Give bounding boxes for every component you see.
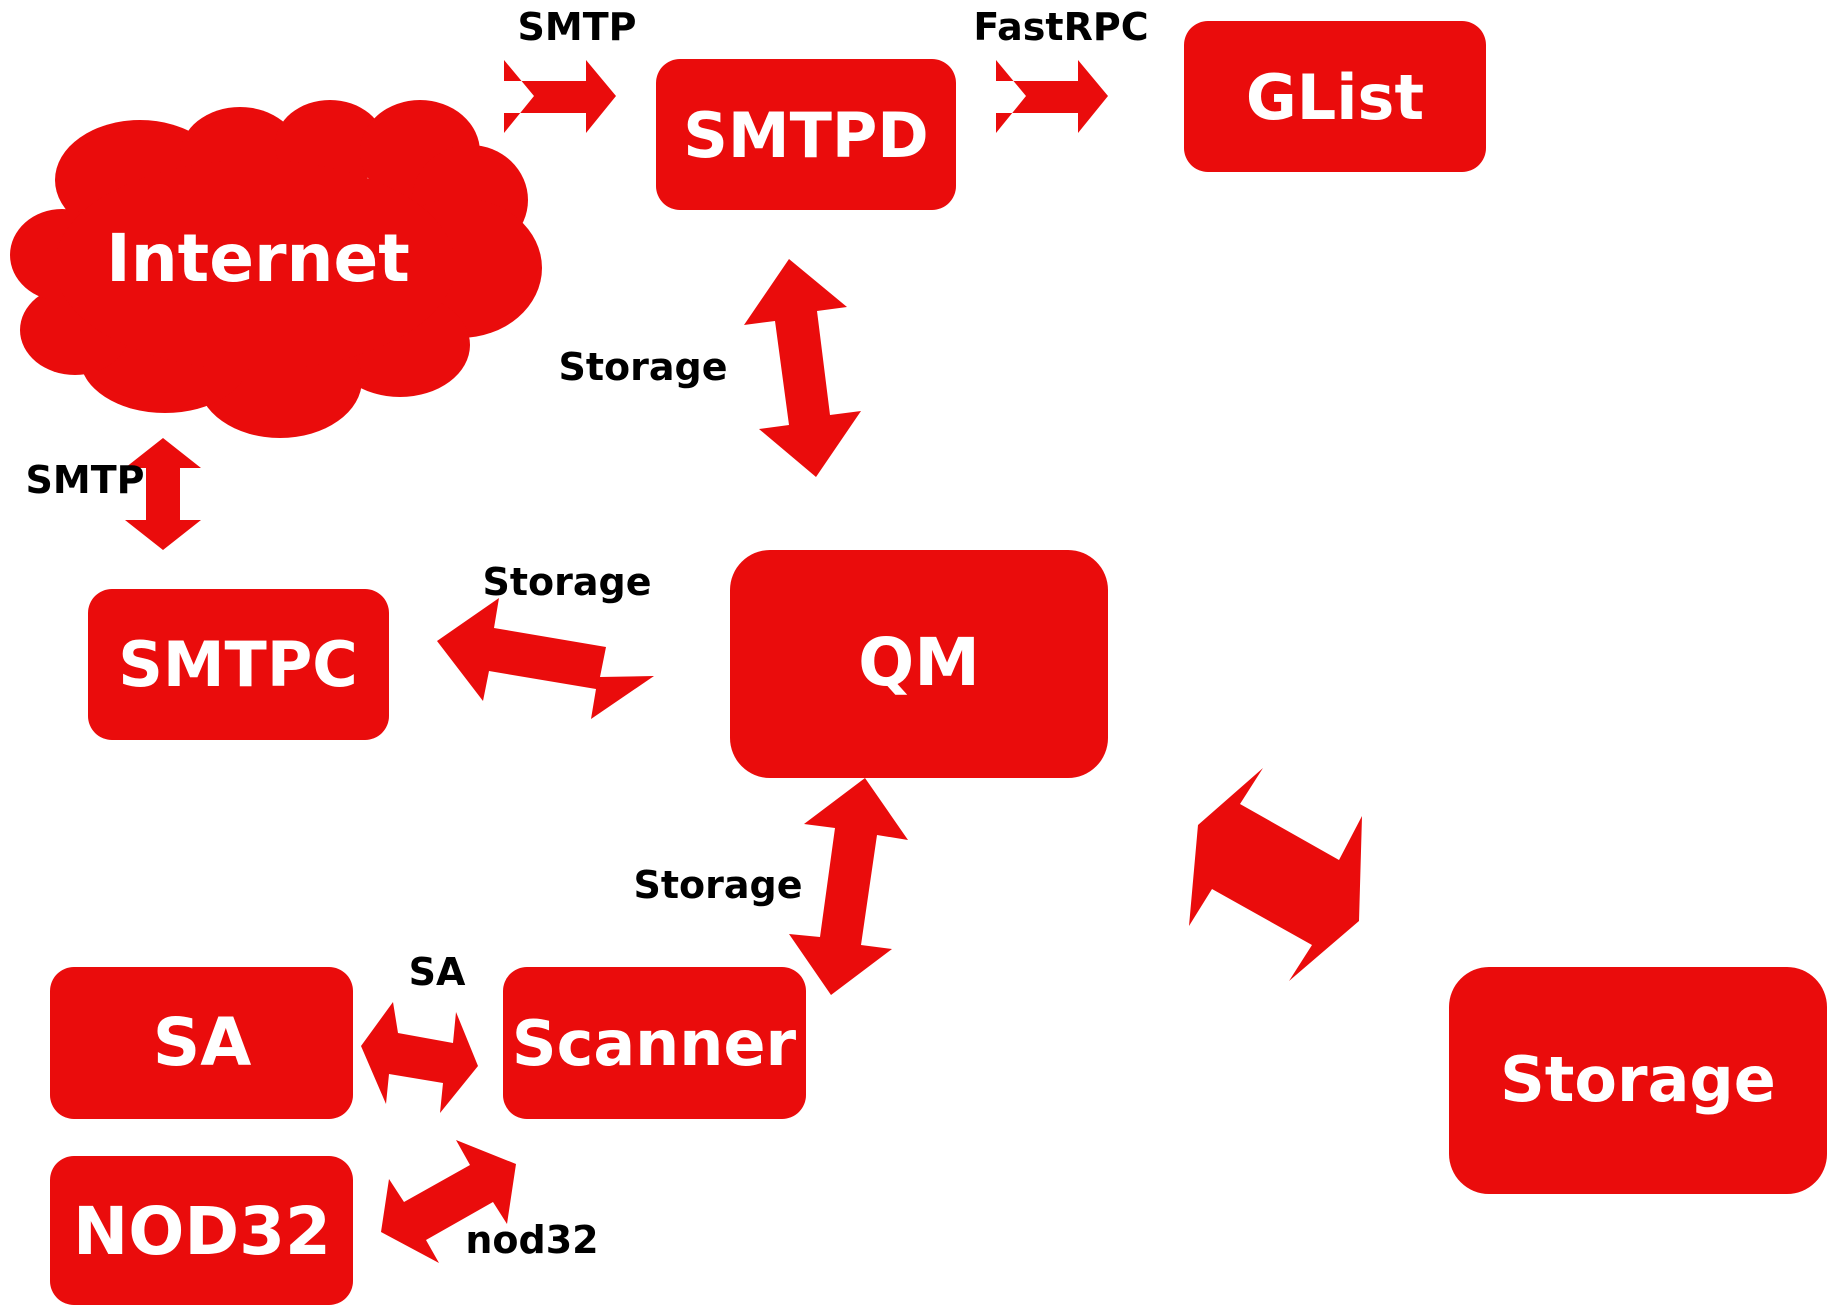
qm-label: QM [858,624,980,701]
label-qm-scanner: Storage [634,863,803,907]
smtpc-label: SMTPC [118,628,358,701]
arrow-qm-scanner [789,778,908,995]
glist-box [1184,21,1486,172]
internet-cloud [10,100,542,438]
scanner-label: Scanner [512,1007,797,1080]
label-smtpc-qm: Storage [483,560,652,604]
sa-box [50,967,353,1119]
storage-box [1449,967,1827,1194]
arrow-smtpd-glist [996,60,1108,133]
arrow-smtpc-qm [437,598,654,719]
qm-box [730,550,1108,778]
scanner-box [503,967,806,1119]
arrow-scanner-nod32 [381,1140,516,1263]
arrow-scanner-sa [361,1002,478,1113]
nod32-box [50,1156,353,1305]
label-scanner-sa: SA [409,950,466,994]
label-internet-smtpc: SMTP [26,458,145,502]
label-internet-smtpd: SMTP [518,5,637,49]
label-scanner-nod32: nod32 [465,1218,598,1262]
internet-label: Internet [106,220,410,297]
arrow-internet-smtpd [504,60,616,133]
nod32-label: NOD32 [73,1193,331,1270]
label-smtpd-qm: Storage [559,345,728,389]
sa-label: SA [153,1004,252,1081]
storage-label: Storage [1500,1043,1776,1116]
glist-label: GList [1246,61,1424,134]
smtpd-label: SMTPD [683,99,929,172]
arrow-internet-smtpc [125,438,201,550]
label-smtpd-glist: FastRPC [973,5,1148,49]
smtpd-box [656,59,956,210]
smtpc-box [88,589,389,740]
arrow-qm-storage-clean [1189,768,1362,981]
arrow-smtpd-qm [744,259,861,477]
